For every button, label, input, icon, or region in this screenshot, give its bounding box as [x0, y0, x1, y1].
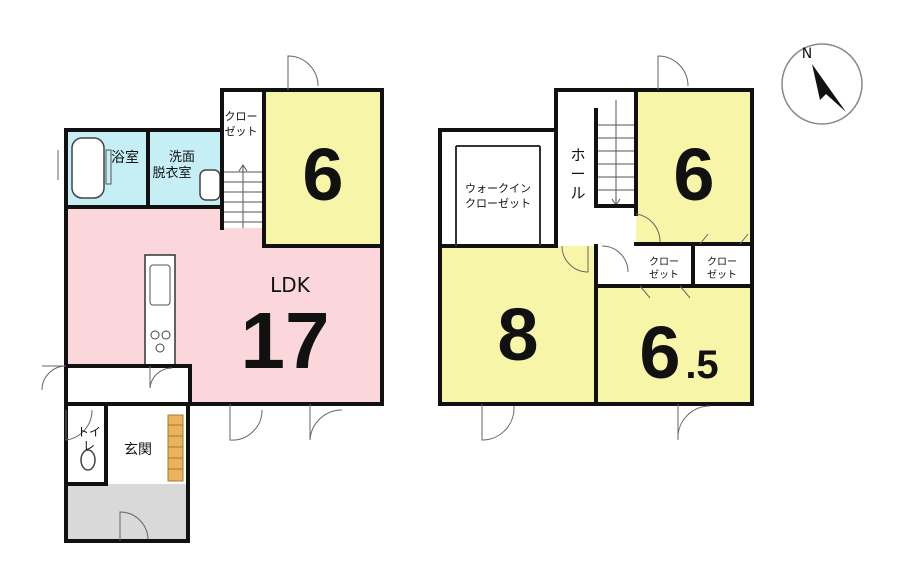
walkin-label-line1: ウォークイン	[465, 182, 531, 195]
room-bedroom-fill	[264, 90, 382, 246]
doors-floor1	[41, 55, 343, 541]
floor-1	[41, 55, 384, 543]
bath-label-line1: 浴室	[111, 149, 139, 166]
stairs-floor1	[222, 164, 264, 228]
walkin-inner-walls	[455, 145, 541, 246]
bathtub	[71, 137, 105, 199]
bedroom1-size-label: 6	[302, 133, 343, 216]
ldk-label: LDK	[270, 273, 311, 297]
stove-burner	[150, 330, 160, 340]
room-closet-b-fill	[696, 250, 750, 286]
toilet-bowl	[80, 449, 96, 471]
ldk-size-label: 17	[241, 296, 330, 385]
bedroom-right-size-label: 6	[639, 311, 680, 394]
stove-burner	[155, 343, 165, 353]
walkin-label-line2: クローゼット	[465, 197, 531, 210]
hall-label-line3: ル	[570, 184, 585, 202]
doors-floor2	[481, 55, 749, 441]
room-bedroom-right-fill	[596, 286, 752, 404]
closet-a-label-line2: ゼット	[649, 269, 679, 281]
compass-north-label: N	[802, 46, 812, 62]
bedroom-right-size-decimal: .5	[685, 343, 718, 387]
bedroom-left-size-label: 8	[497, 293, 538, 376]
closet1-label-line2: ゼット	[225, 125, 258, 138]
toilet-label-line1: トイ	[77, 425, 101, 439]
room-closet-a-fill	[636, 250, 690, 286]
room-bedroom-left-fill	[440, 246, 596, 404]
kitchen-sink	[149, 264, 171, 306]
entrance-label: 玄関	[124, 441, 152, 458]
stove-burner	[161, 330, 171, 340]
stairs-floor2	[596, 100, 636, 206]
room-bedroom-top-fill	[636, 90, 752, 244]
walls-floor1	[64, 88, 384, 543]
room-walkin-fill	[440, 130, 556, 246]
compass: N	[781, 43, 863, 125]
bath-tap	[105, 149, 112, 185]
toilet-label-line2: レ	[83, 439, 95, 453]
closet1-label-line1: クロー	[225, 110, 258, 123]
closet-a-label-line1: クロー	[649, 256, 679, 268]
dressing-label: 脱衣室	[152, 165, 191, 181]
hall-label-line1: ホ	[570, 146, 585, 164]
shoe-shelf	[167, 414, 184, 482]
closet-b-label-line1: クロー	[707, 256, 737, 268]
hall-label-line2: ー	[570, 165, 585, 183]
dressing-side-label: 洗面	[169, 150, 195, 165]
bedroom-top-size-label: 6	[673, 133, 714, 216]
compass-needle	[812, 64, 846, 112]
closet-b-label-line2: ゼット	[707, 269, 737, 281]
floor-2	[438, 55, 754, 441]
washbasin	[199, 169, 221, 201]
walls-floor2	[438, 88, 754, 406]
